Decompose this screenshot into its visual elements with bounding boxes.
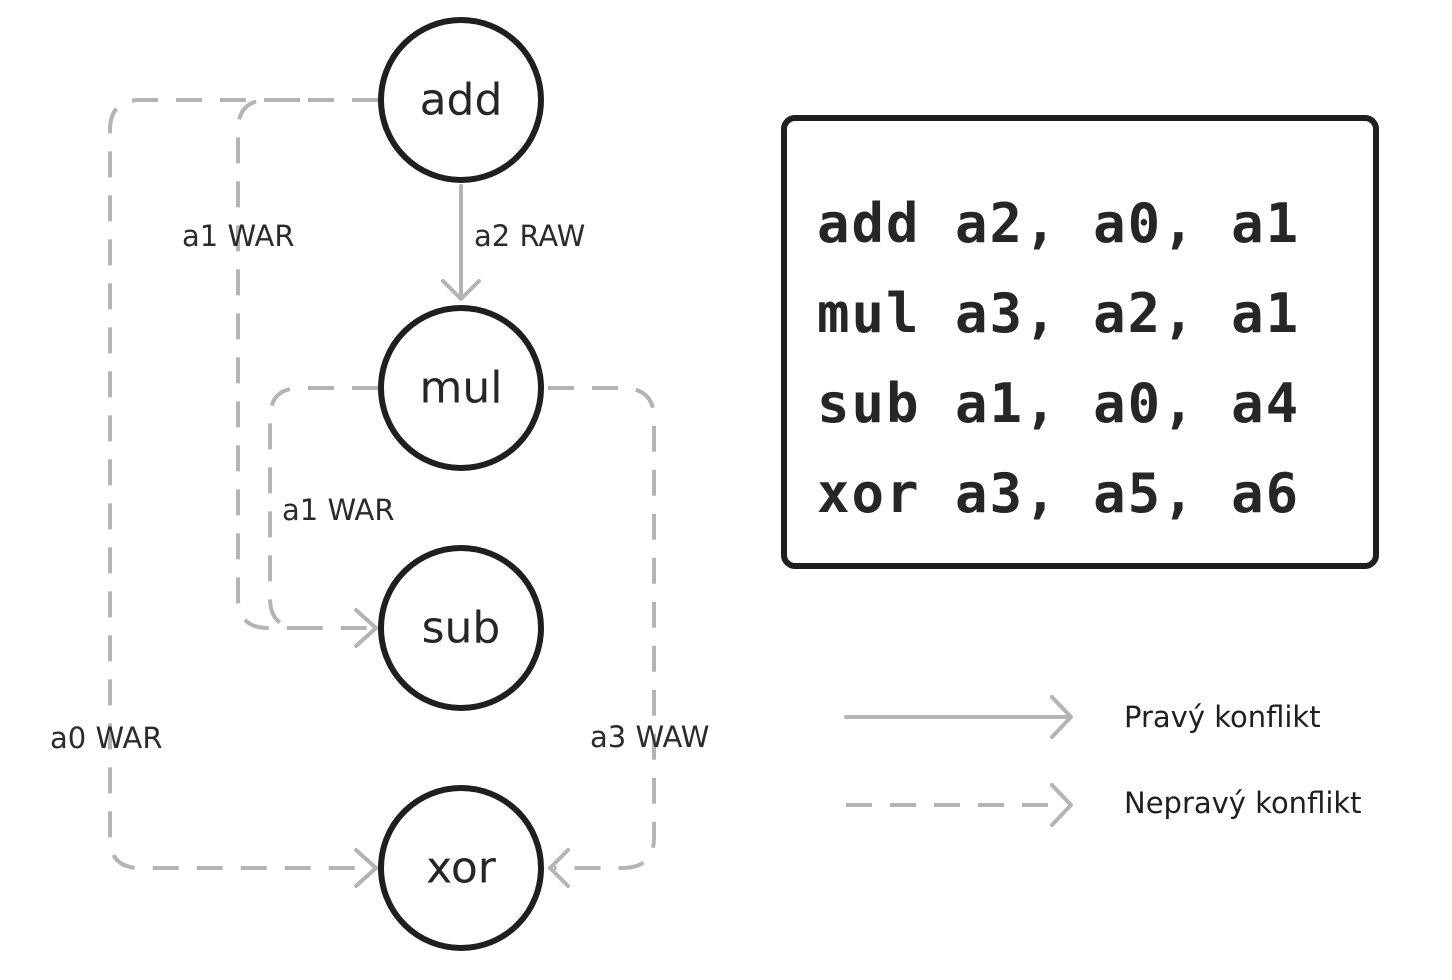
edge-add-sub-line <box>236 98 300 630</box>
edge-label-add-xor: a0 WAR <box>50 721 163 755</box>
code-listing: add a2, a0, a1 mul a3, a2, a1 sub a1, a0… <box>781 115 1379 569</box>
legend-solid-arrowhead <box>1050 695 1073 739</box>
edge-mul-xor <box>548 386 656 888</box>
code-line: mul a3, a2, a1 <box>817 282 1301 345</box>
edge-add-xor-arrowhead <box>354 848 378 888</box>
node-add: add <box>378 17 544 183</box>
edge-mul-xor-line <box>548 386 656 870</box>
legend: Pravý konflikt Nepravý konflikt <box>844 695 1362 827</box>
node-sub-label: sub <box>422 603 501 654</box>
edge-mul-sub <box>268 386 378 648</box>
edge-label-add-sub: a1 WAR <box>182 219 295 253</box>
edge-label-mul-sub: a1 WAR <box>282 493 395 527</box>
node-mul-label: mul <box>420 363 503 414</box>
edge-add-sub <box>236 98 300 630</box>
legend-item-solid: Pravý konflikt <box>844 695 1321 739</box>
legend-solid-label: Pravý konflikt <box>1124 700 1321 734</box>
edge-add-mul-arrowhead <box>441 279 481 301</box>
legend-dashed-label: Nepravý konflikt <box>1124 786 1362 820</box>
legend-item-dashed: Nepravý konflikt <box>846 783 1362 827</box>
node-xor: xor <box>378 785 544 951</box>
code-line: add a2, a0, a1 <box>817 192 1301 255</box>
edge-mul-xor-arrowhead <box>548 848 570 888</box>
edge-add-xor <box>108 98 378 888</box>
legend-dashed-arrowhead <box>1050 783 1073 827</box>
code-line: sub a1, a0, a4 <box>817 372 1301 435</box>
node-sub: sub <box>378 545 544 711</box>
edge-mul-sub-arrowhead <box>354 608 378 648</box>
node-add-label: add <box>420 75 503 126</box>
edge-add-xor-line <box>108 98 378 870</box>
node-mul: mul <box>378 305 544 471</box>
edge-add-mul <box>441 184 481 301</box>
edge-label-add-mul: a2 RAW <box>474 219 585 253</box>
node-xor-label: xor <box>426 843 497 894</box>
edge-mul-sub-line <box>268 386 378 630</box>
code-line: xor a3, a5, a6 <box>817 462 1301 525</box>
edge-label-mul-xor: a3 WAW <box>590 720 709 754</box>
